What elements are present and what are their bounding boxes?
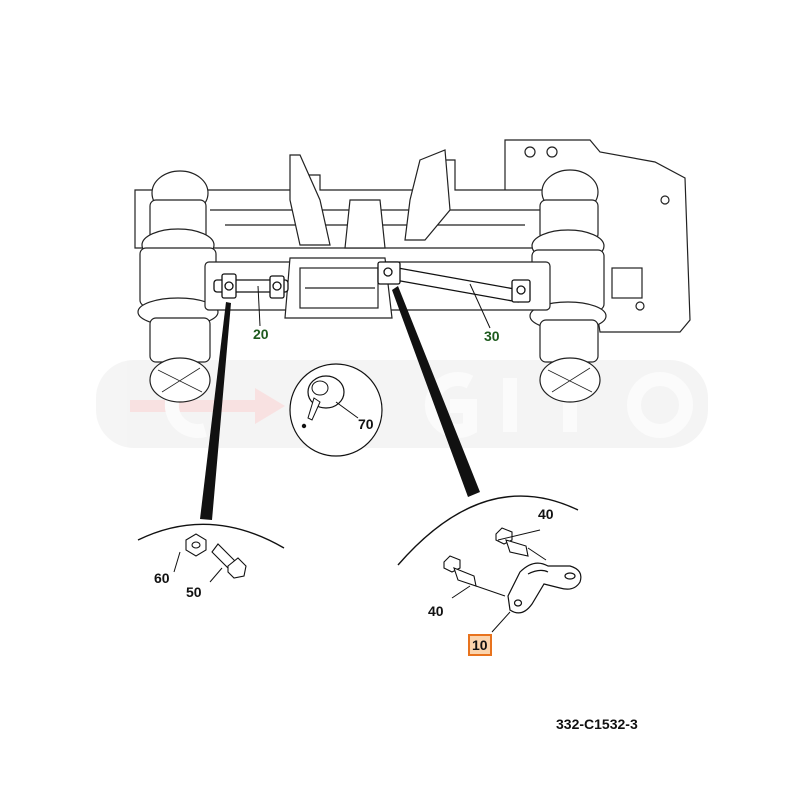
bolt-50 xyxy=(211,543,247,579)
bracket-10 xyxy=(507,562,582,614)
nut-60 xyxy=(185,533,207,557)
bolt-40-left xyxy=(443,555,477,587)
leader-line-20 xyxy=(257,285,261,327)
callout-30[interactable]: 30 xyxy=(484,328,500,344)
callout-50[interactable]: 50 xyxy=(186,584,202,600)
center-axle-housing xyxy=(204,257,551,319)
leader-line-30 xyxy=(469,283,491,329)
callout-20[interactable]: 20 xyxy=(253,326,269,342)
lubricant-detail xyxy=(289,363,383,457)
callout-40-top[interactable]: 40 xyxy=(538,506,554,522)
detail-pointer-right xyxy=(392,286,480,497)
drive-shaft-20 xyxy=(213,273,289,299)
callout-40-left[interactable]: 40 xyxy=(428,603,444,619)
right-detail-panel xyxy=(397,495,582,633)
bolt-40-top xyxy=(495,527,529,557)
detail-pointer-left xyxy=(200,302,231,520)
left-detail-panel xyxy=(137,523,285,583)
left-wheel-hub xyxy=(137,170,219,403)
diagram-id-label: 332-C1532-3 xyxy=(556,716,638,732)
callout-60[interactable]: 60 xyxy=(154,570,170,586)
drive-shaft-30 xyxy=(377,261,531,303)
callout-70[interactable]: 70 xyxy=(358,416,374,432)
callout-10-selected[interactable]: 10 xyxy=(468,634,492,656)
